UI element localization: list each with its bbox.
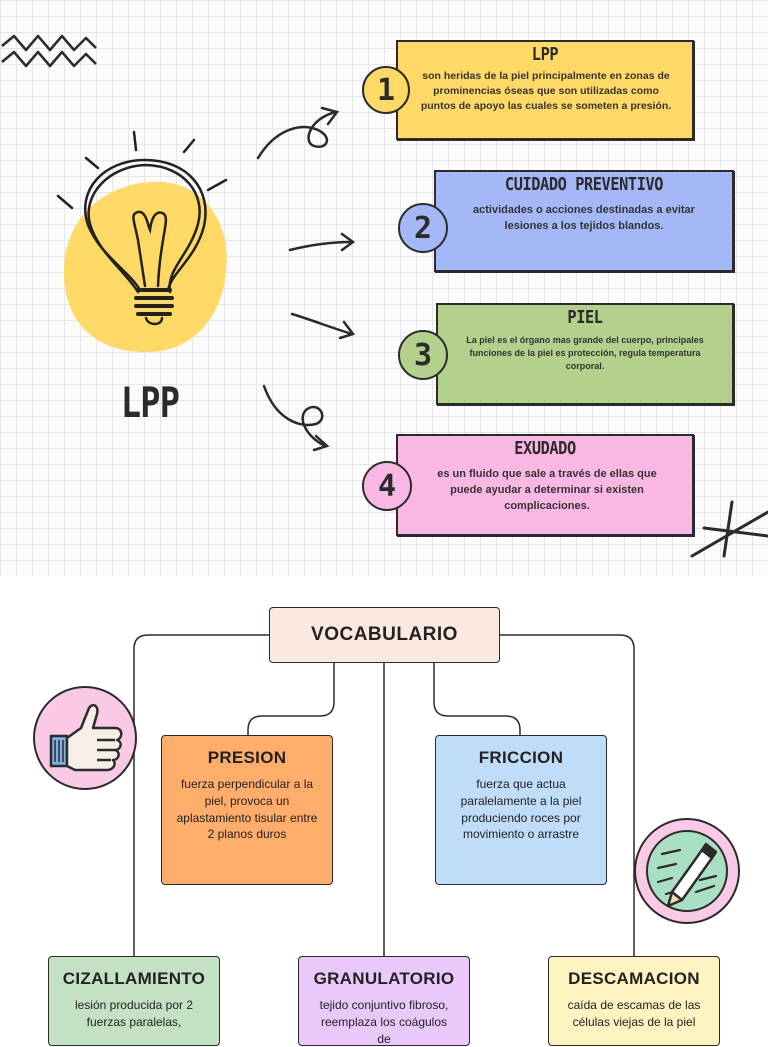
vocab-card-title: GRANULATORIO <box>313 969 455 988</box>
card-body: es un fluido que sale a través de ellas … <box>437 468 657 512</box>
card-exudado: EXUDADO es un fluido que sale a través d… <box>396 434 694 536</box>
card-title: CUIDADO PREVENTIVO <box>504 174 664 195</box>
vocab-card-presion: PRESION fuerza perpendicular a la piel, … <box>161 735 333 885</box>
vocab-card-title: DESCAMACION <box>568 969 700 988</box>
bulb-blob <box>63 181 227 353</box>
zigzag-doodle <box>1 34 97 52</box>
pencil-icon <box>656 842 718 908</box>
vocab-card-friccion: FRICCION fuerza que actua paralelamente … <box>435 735 607 885</box>
card-lpp: LPP son heridas de la piel principalment… <box>396 40 694 140</box>
lpp-infographic: LPP LPP son heridas de la piel principal… <box>0 0 768 576</box>
card-body: La piel es el órgano mas grande del cuer… <box>466 335 704 372</box>
main-title: LPP <box>120 378 180 427</box>
cross-doodle <box>690 500 768 558</box>
arrow-3 <box>290 312 356 340</box>
lightbulb-icon <box>56 130 228 326</box>
card-title: PIEL <box>567 307 603 328</box>
vocab-title: VOCABULARIO <box>269 607 500 663</box>
arrow-4 <box>262 384 330 452</box>
thumbs-up-badge <box>33 686 137 790</box>
vocab-card-body: lesión producida por 2 fuerzas paralelas… <box>74 998 194 1029</box>
card-title: LPP <box>531 44 559 65</box>
vocab-card-title: FRICCION <box>478 748 564 767</box>
card-body: actividades o acciones destinadas a evit… <box>473 204 695 232</box>
vocab-card-title: CIZALLAMIENTO <box>62 969 206 988</box>
card-cuidado-preventivo: CUIDADO PREVENTIVO actividades o accione… <box>434 170 734 272</box>
number-badge-3: 3 <box>398 330 448 380</box>
zigzag-doodle-2 <box>1 50 97 68</box>
vocab-card-body: caída de escamas de las células viejas d… <box>567 998 701 1029</box>
card-piel: PIEL La piel es el órgano mas grande del… <box>436 303 734 405</box>
number-badge-2: 2 <box>398 203 448 253</box>
vocab-connectors <box>133 634 635 956</box>
vocab-card-granulatorio: GRANULATORIO tejido conjuntivo fibroso, … <box>298 956 470 1046</box>
number-badge-1: 1 <box>362 66 410 114</box>
number-badge-4: 4 <box>362 461 412 511</box>
vocab-card-cizallamiento: CIZALLAMIENTO lesión producida por 2 fue… <box>48 956 220 1046</box>
thumbs-up-icon <box>49 703 123 772</box>
card-body: son heridas de la piel principalmente en… <box>420 70 672 113</box>
vocab-card-title: PRESION <box>207 748 287 767</box>
vocab-card-body: tejido conjuntivo fibroso, reemplaza los… <box>319 998 449 1046</box>
pencil-badge <box>634 818 740 924</box>
arrow-1 <box>256 106 340 160</box>
vocab-card-descamacion: DESCAMACION caída de escamas de las célu… <box>548 956 720 1046</box>
card-title: EXUDADO <box>514 438 576 459</box>
arrow-2 <box>288 232 356 252</box>
vocab-card-body: fuerza perpendicular a la piel, provoca … <box>176 777 318 842</box>
doodle-layer <box>1 34 768 558</box>
vocab-card-body: fuerza que actua paralelamente a la piel… <box>460 777 582 842</box>
